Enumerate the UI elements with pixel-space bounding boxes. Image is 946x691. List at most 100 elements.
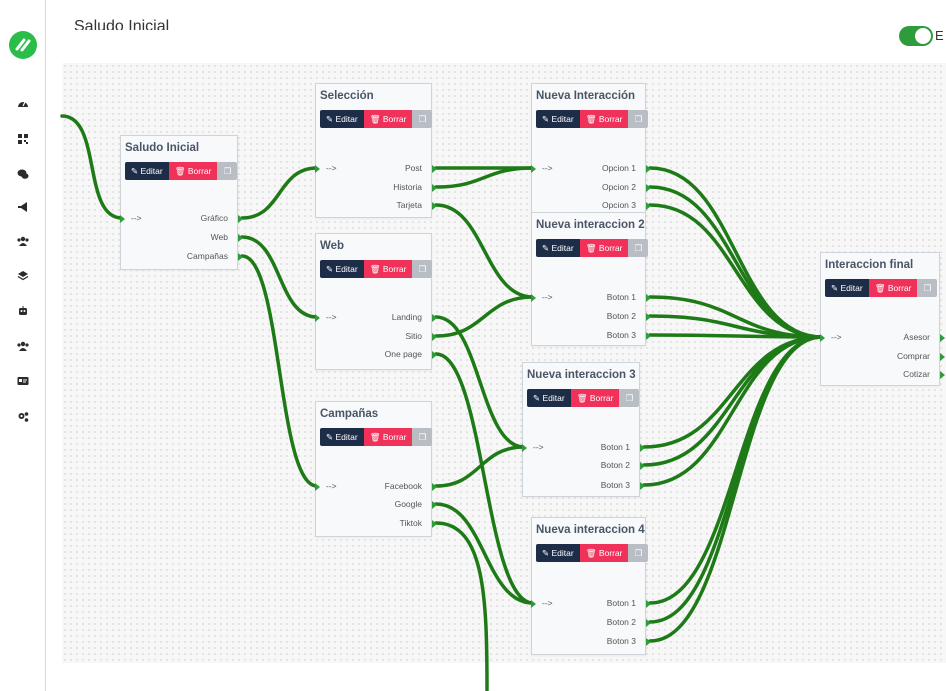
node-title: Campañas [320, 408, 379, 420]
delete-button[interactable]: 🗑 Borrar [868, 279, 918, 297]
output-port[interactable] [432, 184, 437, 192]
delete-button[interactable]: 🗑 Borrar [579, 239, 629, 257]
input-port[interactable] [120, 215, 125, 223]
dashboard-icon[interactable] [17, 98, 29, 110]
delete-button[interactable]: 🗑 Borrar [579, 544, 629, 562]
copy-button[interactable]: ❐ [917, 279, 938, 297]
output-port[interactable] [432, 520, 437, 528]
output-port[interactable] [432, 501, 437, 509]
input-port[interactable] [531, 294, 536, 302]
input-port[interactable] [531, 600, 536, 608]
qr-code-icon[interactable] [17, 133, 29, 145]
flow-node-nueva2[interactable]: Nueva interaccion 2✎ Editar🗑 Borrar❐-->B… [531, 212, 651, 346]
output-port[interactable] [646, 638, 651, 646]
output-port[interactable] [238, 253, 243, 261]
input-port[interactable] [315, 483, 320, 491]
flow-node-nueva1[interactable]: Nueva Interacción✎ Editar🗑 Borrar❐-->Opc… [531, 83, 651, 213]
node-title: Saludo Inicial [125, 142, 200, 154]
copy-button[interactable]: ❐ [412, 260, 433, 278]
input-port[interactable] [820, 334, 825, 342]
output-port[interactable] [646, 165, 651, 173]
output-port[interactable] [940, 371, 945, 379]
input-label: --> [533, 442, 544, 452]
edit-button[interactable]: ✎ Editar [536, 239, 580, 257]
output-port[interactable] [646, 294, 651, 302]
copy-button[interactable]: ❐ [412, 110, 433, 128]
copy-button[interactable]: ❐ [412, 428, 433, 446]
robot-icon[interactable] [17, 305, 29, 317]
output-port[interactable] [640, 482, 645, 490]
delete-button[interactable]: 🗑 Borrar [363, 260, 413, 278]
input-label: --> [326, 163, 337, 173]
output-label: Boton 1 [600, 442, 630, 452]
output-port[interactable] [646, 332, 651, 340]
output-port[interactable] [640, 462, 645, 470]
output-port[interactable] [432, 165, 437, 173]
flow-node-final[interactable]: Interaccion final✎ Editar🗑 Borrar❐-->Ase… [820, 252, 945, 386]
output-label: Sitio [405, 331, 422, 341]
output-label: Opcion 1 [601, 163, 636, 173]
copy-button[interactable]: ❐ [619, 389, 640, 407]
output-port[interactable] [238, 215, 243, 223]
users-icon[interactable] [17, 235, 29, 247]
output-label: Post [404, 163, 422, 173]
edit-button[interactable]: ✎ Editar [320, 110, 364, 128]
copy-button[interactable]: ❐ [628, 544, 649, 562]
output-port[interactable] [432, 483, 437, 491]
node-actions: ✎ Editar🗑 Borrar❐ [536, 110, 649, 128]
edit-button[interactable]: ✎ Editar [527, 389, 571, 407]
flow-node-nueva4[interactable]: Nueva interaccion 4✎ Editar🗑 Borrar❐-->B… [531, 517, 651, 655]
output-port[interactable] [646, 184, 651, 192]
active-toggle[interactable] [899, 26, 933, 46]
input-label: --> [542, 598, 553, 608]
sidebar [0, 0, 46, 691]
megaphone-icon[interactable] [17, 201, 29, 213]
output-label: Tiktok [399, 518, 422, 528]
delete-button[interactable]: 🗑 Borrar [579, 110, 629, 128]
copy-button[interactable]: ❐ [628, 239, 649, 257]
delete-button[interactable]: 🗑 Borrar [363, 110, 413, 128]
input-port[interactable] [315, 165, 320, 173]
delete-button[interactable]: 🗑 Borrar [570, 389, 620, 407]
users-icon[interactable] [17, 340, 29, 352]
flow-node-nueva3[interactable]: Nueva interaccion 3✎ Editar🗑 Borrar❐-->B… [522, 362, 645, 497]
delete-button[interactable]: 🗑 Borrar [168, 162, 218, 180]
flow-node-saludo[interactable]: Saludo Inicial✎ Editar🗑 Borrar❐-->Gráfic… [120, 135, 243, 270]
input-port[interactable] [315, 314, 320, 322]
layers-icon[interactable] [17, 270, 29, 282]
output-port[interactable] [940, 353, 945, 361]
output-port[interactable] [646, 313, 651, 321]
output-port[interactable] [432, 351, 437, 359]
cogs-icon[interactable] [17, 411, 29, 423]
edit-button[interactable]: ✎ Editar [536, 544, 580, 562]
output-port[interactable] [238, 234, 243, 242]
output-label: Boton 3 [600, 480, 630, 490]
output-port[interactable] [646, 619, 651, 627]
output-port[interactable] [940, 334, 945, 342]
output-port[interactable] [432, 333, 437, 341]
output-port[interactable] [646, 202, 651, 210]
id-card-icon[interactable] [17, 375, 29, 387]
output-port[interactable] [432, 314, 437, 322]
input-port[interactable] [522, 444, 527, 452]
input-port[interactable] [531, 165, 536, 173]
edit-button[interactable]: ✎ Editar [536, 110, 580, 128]
output-port[interactable] [646, 600, 651, 608]
delete-button[interactable]: 🗑 Borrar [363, 428, 413, 446]
brand-logo[interactable] [9, 31, 37, 59]
output-label: Campañas [186, 251, 228, 261]
comments-icon[interactable] [17, 168, 29, 180]
edit-button[interactable]: ✎ Editar [825, 279, 869, 297]
copy-button[interactable]: ❐ [628, 110, 649, 128]
output-port[interactable] [432, 202, 437, 210]
edit-button[interactable]: ✎ Editar [320, 428, 364, 446]
edit-button[interactable]: ✎ Editar [125, 162, 169, 180]
output-label: Landing [391, 312, 422, 322]
output-port[interactable] [640, 444, 645, 452]
edit-button[interactable]: ✎ Editar [320, 260, 364, 278]
copy-button[interactable]: ❐ [217, 162, 238, 180]
output-label: Facebook [384, 481, 422, 491]
